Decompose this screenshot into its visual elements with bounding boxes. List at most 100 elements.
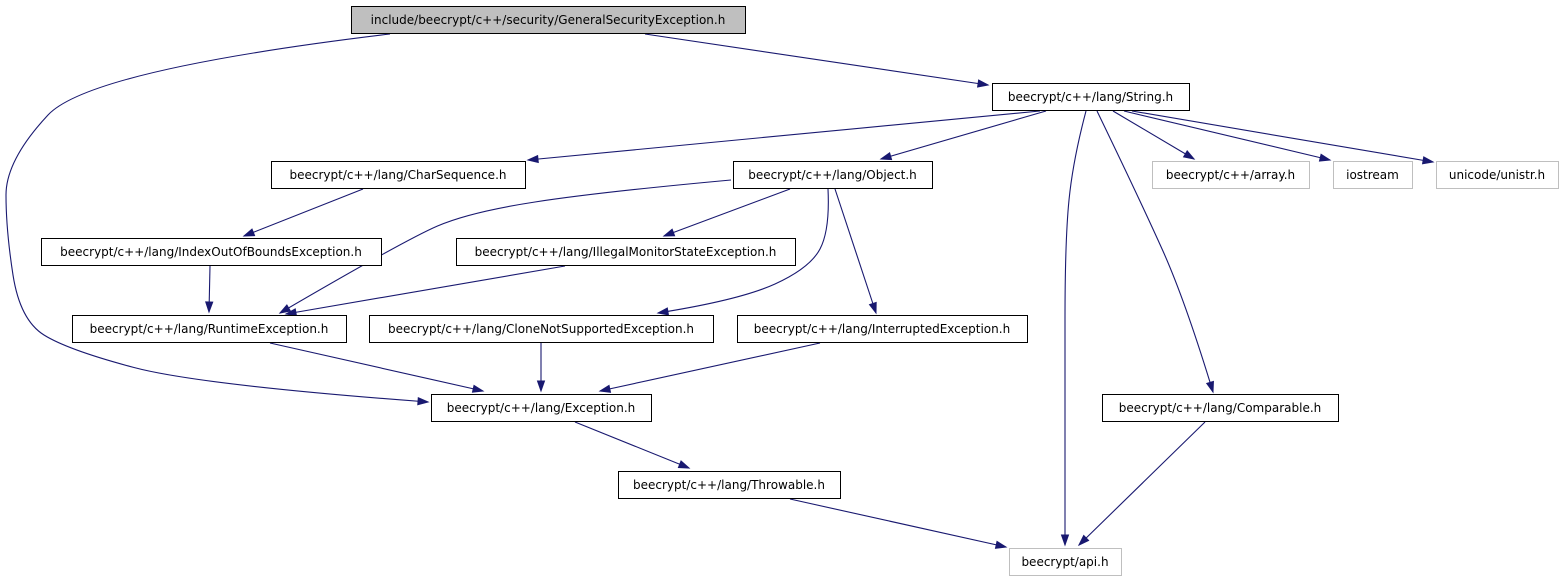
arrowhead-icon xyxy=(526,154,539,164)
edge-line xyxy=(1096,110,1214,393)
edge-line xyxy=(574,421,690,469)
edge-line xyxy=(285,265,566,315)
node-label: include/beecrypt/c++/security/GeneralSec… xyxy=(371,13,726,27)
node-label: beecrypt/c++/lang/Throwable.h xyxy=(633,478,825,492)
node-box xyxy=(431,394,652,422)
arrowhead-icon xyxy=(1421,156,1435,165)
node-box xyxy=(618,471,841,499)
node-box xyxy=(271,161,526,189)
edge-line xyxy=(599,342,821,392)
edge-line xyxy=(1123,110,1331,161)
node-box xyxy=(1436,161,1559,189)
edge-imse-to-runtime xyxy=(284,265,566,317)
node-box xyxy=(456,238,796,266)
edge-line xyxy=(243,188,364,237)
node-label: iostream xyxy=(1346,168,1399,182)
node-box xyxy=(369,315,714,343)
node-array: beecrypt/c++/array.h xyxy=(1152,161,1310,189)
node-runtime[interactable]: beecrypt/c++/lang/RuntimeException.h xyxy=(72,315,347,343)
edge-string-to-api xyxy=(1060,110,1087,547)
node-box xyxy=(1009,548,1122,576)
node-throwable[interactable]: beecrypt/c++/lang/Throwable.h xyxy=(618,471,841,499)
edge-root-to-exception xyxy=(5,33,430,406)
node-box xyxy=(1102,394,1339,422)
node-string[interactable]: beecrypt/c++/lang/String.h xyxy=(992,83,1190,111)
node-charseq[interactable]: beecrypt/c++/lang/CharSequence.h xyxy=(271,161,526,189)
edge-line xyxy=(789,498,1007,548)
arrowhead-icon xyxy=(1182,150,1196,160)
node-box xyxy=(992,83,1190,111)
node-label: beecrypt/c++/lang/IndexOutOfBoundsExcept… xyxy=(60,245,362,259)
arrowhead-icon xyxy=(994,540,1008,549)
node-label: unicode/unistr.h xyxy=(1449,168,1545,182)
node-api: beecrypt/api.h xyxy=(1009,548,1122,576)
arrowhead-icon xyxy=(205,301,214,314)
edge-line xyxy=(1078,421,1206,546)
node-label: beecrypt/c++/lang/CharSequence.h xyxy=(290,168,507,182)
node-object[interactable]: beecrypt/c++/lang/Object.h xyxy=(733,161,933,189)
edge-object-to-clone xyxy=(656,188,829,316)
edge-string-to-array xyxy=(1112,110,1196,160)
arrowhead-icon xyxy=(536,380,546,393)
node-label: beecrypt/c++/array.h xyxy=(1166,168,1295,182)
node-box xyxy=(1333,161,1413,189)
node-iostream: iostream xyxy=(1333,161,1413,189)
edge-ioob-to-runtime xyxy=(205,265,214,314)
edge-runtime-to-exception xyxy=(269,342,485,393)
node-label: beecrypt/c++/lang/Exception.h xyxy=(447,401,636,415)
arrowhead-icon xyxy=(598,384,612,393)
node-box xyxy=(1152,161,1310,189)
nodes-layer: include/beecrypt/c++/security/GeneralSec… xyxy=(41,6,1559,576)
arrowhead-icon xyxy=(1077,534,1090,547)
node-label: beecrypt/c++/lang/String.h xyxy=(1008,90,1173,104)
node-imse[interactable]: beecrypt/c++/lang/IllegalMonitorStateExc… xyxy=(456,238,796,266)
edge-string-to-unistr xyxy=(1131,110,1435,165)
edge-line xyxy=(657,188,829,314)
edge-exception-to-throwable xyxy=(574,421,691,469)
edge-line xyxy=(5,33,429,403)
node-exception[interactable]: beecrypt/c++/lang/Exception.h xyxy=(431,394,652,422)
edge-comparable-to-api xyxy=(1077,421,1206,547)
edge-object-to-interrupted xyxy=(834,188,877,315)
node-box xyxy=(72,315,347,343)
edge-string-to-charseq xyxy=(526,110,1041,164)
node-box xyxy=(41,238,382,266)
node-label: beecrypt/c++/lang/IllegalMonitorStateExc… xyxy=(475,245,777,259)
arrowhead-icon xyxy=(976,79,990,88)
node-comparable[interactable]: beecrypt/c++/lang/Comparable.h xyxy=(1102,394,1339,422)
edge-line xyxy=(1131,110,1434,163)
edge-line xyxy=(834,188,877,314)
arrowhead-icon xyxy=(677,460,691,469)
arrowhead-icon xyxy=(417,397,430,406)
edges-layer xyxy=(5,33,1435,549)
edge-string-to-iostream xyxy=(1123,110,1332,162)
edge-line xyxy=(1112,110,1195,160)
edge-clone-to-exception xyxy=(536,343,546,393)
node-label: beecrypt/c++/lang/InterruptedException.h xyxy=(754,322,1010,336)
node-label: beecrypt/c++/lang/RuntimeException.h xyxy=(90,322,329,336)
node-ioob[interactable]: beecrypt/c++/lang/IndexOutOfBoundsExcept… xyxy=(41,238,382,266)
edge-string-to-object xyxy=(879,110,1047,161)
node-clone[interactable]: beecrypt/c++/lang/CloneNotSupportedExcep… xyxy=(369,315,714,343)
node-box xyxy=(733,161,933,189)
node-unistr: unicode/unistr.h xyxy=(1436,161,1559,189)
node-label: beecrypt/c++/lang/Comparable.h xyxy=(1119,401,1322,415)
arrowhead-icon xyxy=(471,384,485,393)
arrowhead-icon xyxy=(1205,380,1214,394)
node-interrupted[interactable]: beecrypt/c++/lang/InterruptedException.h xyxy=(737,315,1028,343)
edge-line xyxy=(269,342,484,392)
node-box xyxy=(351,6,746,34)
edge-charseq-to-ioob xyxy=(242,188,364,237)
edge-line xyxy=(644,33,989,86)
arrowhead-icon xyxy=(1060,534,1070,547)
edge-line xyxy=(880,110,1047,160)
arrowhead-icon xyxy=(868,301,877,315)
edge-object-to-imse xyxy=(662,188,791,237)
arrowhead-icon xyxy=(1318,153,1332,162)
node-root[interactable]: include/beecrypt/c++/security/GeneralSec… xyxy=(351,6,746,34)
edge-line xyxy=(663,188,791,237)
arrowhead-icon xyxy=(242,228,256,237)
edge-root-to-string xyxy=(644,33,990,88)
node-box xyxy=(737,315,1028,343)
node-label: beecrypt/c++/lang/Object.h xyxy=(748,168,917,182)
